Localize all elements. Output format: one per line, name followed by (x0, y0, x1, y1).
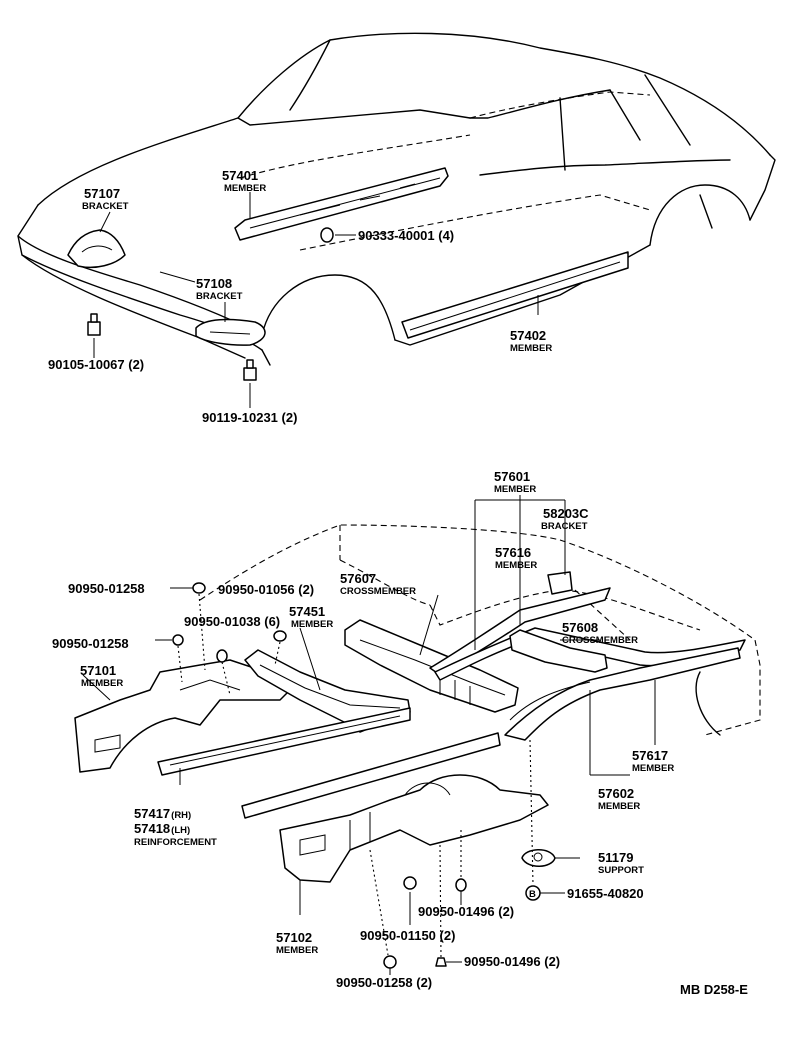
drawing-id: MB D258-E (680, 982, 748, 997)
svg-text:57107: 57107 (84, 186, 120, 201)
svg-text:B: B (529, 889, 536, 900)
svg-text:57451: 57451 (289, 604, 325, 619)
upper-leader-lines (93, 192, 539, 408)
bolt-90119-icon[interactable] (243, 359, 257, 381)
bolt-90105-icon[interactable] (87, 313, 101, 336)
label-90950-01496-a: 90950-01496 (2) (418, 904, 514, 919)
svg-text:MEMBER: MEMBER (291, 619, 333, 630)
rocker-panel-lower-part[interactable] (241, 732, 501, 819)
label-58203c: 58203C BRACKET (541, 506, 589, 532)
svg-text:MEMBER: MEMBER (276, 945, 318, 956)
svg-text:MEMBER: MEMBER (494, 484, 536, 495)
label-57102: 57102 MEMBER (276, 930, 318, 956)
label-91655-40820: 91655-40820 (567, 886, 644, 901)
plug-90950-01258-top-icon[interactable] (192, 582, 206, 594)
svg-text:SUPPORT: SUPPORT (598, 865, 644, 876)
lower-assembly-dash-lines (177, 593, 534, 959)
svg-text:58203C: 58203C (543, 506, 589, 521)
member-57102-part[interactable] (279, 774, 549, 883)
plug-90950-01258-mid-icon[interactable] (172, 634, 184, 646)
label-57401: 57401 MEMBER (222, 168, 266, 194)
support-51179-part[interactable] (521, 849, 556, 867)
label-57417-57418: 57417(RH) 57418(LH) REINFORCEMENT (134, 806, 217, 848)
label-51179: 51179 SUPPORT (598, 850, 644, 876)
svg-text:57607: 57607 (340, 571, 376, 586)
label-57601: 57601 MEMBER (494, 469, 536, 495)
label-57101: 57101 MEMBER (80, 663, 123, 689)
svg-text:57608: 57608 (562, 620, 598, 635)
svg-text:MEMBER: MEMBER (510, 343, 552, 354)
bracket-57107-part[interactable] (67, 229, 126, 269)
upper-car-body-outline (17, 32, 776, 366)
svg-text:57602: 57602 (598, 786, 634, 801)
label-57108: 57108 BRACKET (196, 276, 243, 302)
label-90950-01038: 90950-01038 (6) (184, 614, 280, 629)
crossmember-57608-part[interactable] (509, 629, 608, 673)
plug-90950-01258-bottom-icon[interactable] (383, 955, 397, 969)
svg-text:BRACKET: BRACKET (541, 521, 588, 532)
label-57402: 57402 MEMBER (510, 328, 552, 354)
svg-text:MEMBER: MEMBER (224, 183, 266, 194)
label-90950-01496-b: 90950-01496 (2) (464, 954, 560, 969)
lower-leader-lines (82, 495, 656, 975)
bracket-57108-part[interactable] (195, 318, 266, 346)
member-57401-part[interactable] (234, 167, 449, 241)
plug-90950-01056-icon[interactable] (273, 630, 287, 642)
svg-text:MEMBER: MEMBER (81, 678, 123, 689)
label-57602: 57602 MEMBER (598, 786, 640, 812)
grommet-90333-icon[interactable] (320, 227, 334, 243)
label-90950-01258-top: 90950-01258 (68, 581, 145, 596)
svg-text:CROSSMEMBER: CROSSMEMBER (340, 586, 416, 597)
svg-text:57616: 57616 (495, 545, 531, 560)
label-57107: 57107 BRACKET (82, 186, 129, 212)
plug-90950-01150-icon[interactable] (403, 876, 417, 890)
svg-text:MEMBER: MEMBER (495, 560, 537, 571)
label-57608: 57608 CROSSMEMBER (562, 620, 638, 646)
svg-text:57102: 57102 (276, 930, 312, 945)
label-57617: 57617 MEMBER (632, 748, 674, 774)
svg-text:57418(LH): 57418(LH) (134, 821, 190, 836)
label-90950-01258-mid: 90950-01258 (52, 636, 129, 651)
label-90119-10231: 90119-10231 (2) (202, 410, 297, 425)
svg-text:57601: 57601 (494, 469, 530, 484)
svg-text:57617: 57617 (632, 748, 668, 763)
member-57402-part[interactable] (401, 251, 629, 339)
label-90950-01056: 90950-01056 (2) (218, 582, 314, 597)
reinforcement-57417-part[interactable] (157, 707, 411, 776)
svg-text:CROSSMEMBER: CROSSMEMBER (562, 635, 638, 646)
svg-text:BRACKET: BRACKET (196, 291, 243, 302)
label-90950-01258-bottom: 90950-01258 (2) (336, 975, 432, 990)
svg-text:REINFORCEMENT: REINFORCEMENT (134, 837, 217, 848)
plug-90950-01038-icon[interactable] (216, 649, 228, 663)
svg-text:51179: 51179 (598, 850, 633, 865)
svg-text:57417(RH): 57417(RH) (134, 806, 191, 821)
label-90105-10067: 90105-10067 (2) (48, 357, 144, 372)
label-90950-01150: 90950-01150 (2) (360, 928, 455, 943)
label-57607: 57607 CROSSMEMBER (340, 571, 416, 597)
svg-text:MEMBER: MEMBER (598, 801, 640, 812)
svg-text:57402: 57402 (510, 328, 546, 343)
label-90333-40001: 90333-40001 (4) (358, 228, 454, 243)
crossmember-57607-part[interactable] (344, 619, 519, 713)
svg-text:57401: 57401 (222, 168, 258, 183)
svg-text:MEMBER: MEMBER (632, 763, 674, 774)
svg-text:57101: 57101 (80, 663, 116, 678)
svg-text:57108: 57108 (196, 276, 232, 291)
label-57451: 57451 MEMBER (289, 604, 333, 630)
plug-90950-01496-b-icon[interactable] (435, 957, 447, 967)
bolt-91655-40820-icon[interactable]: B (525, 885, 541, 901)
label-57616: 57616 MEMBER (495, 545, 537, 571)
plug-90950-01496-a-icon[interactable] (455, 878, 467, 892)
svg-text:BRACKET: BRACKET (82, 201, 129, 212)
bracket-58203c-part[interactable] (547, 571, 573, 595)
